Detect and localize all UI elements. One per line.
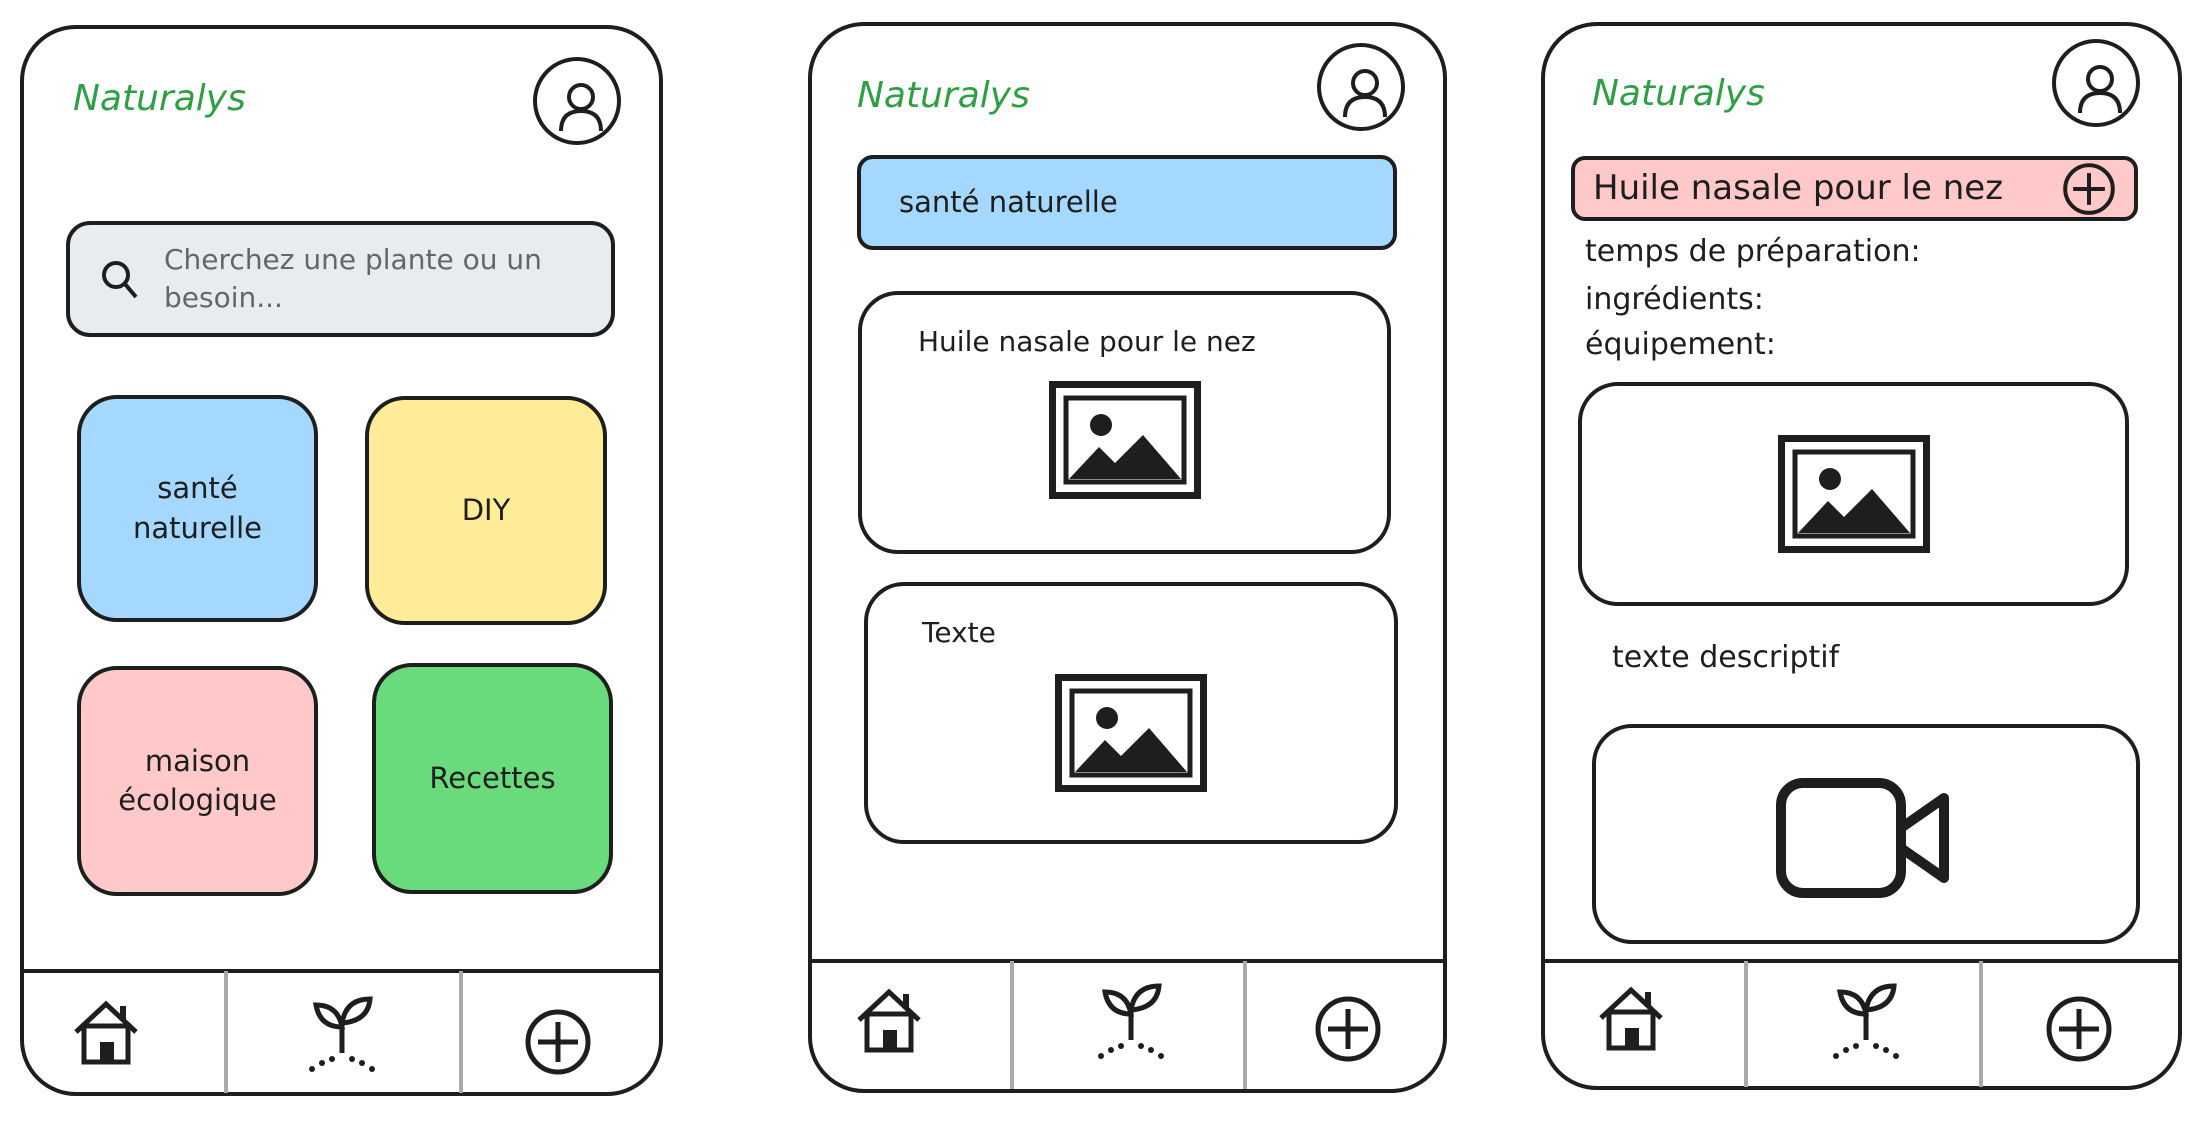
category-header: santé naturelle	[857, 155, 1397, 250]
plant-icon[interactable]	[306, 993, 378, 1075]
recipe-card[interactable]: Huile nasale pour le nez	[858, 291, 1391, 554]
card-title: Texte	[922, 616, 996, 649]
user-icon	[1343, 69, 1387, 119]
plant-icon[interactable]	[1095, 980, 1167, 1062]
recipe-title: Huile nasale pour le nez	[1593, 167, 2004, 208]
tile-label: maison écologique	[118, 743, 277, 817]
nav-separator	[1744, 961, 1748, 1087]
nav-divider	[810, 959, 1445, 963]
tile-recettes[interactable]: Recettes	[372, 663, 613, 894]
category-label: santé naturelle	[899, 184, 1118, 219]
add-to-favorites-icon[interactable]	[2062, 162, 2116, 216]
field-prep-time: temps de préparation:	[1585, 234, 1921, 269]
nav-separator	[224, 971, 228, 1093]
nav-divider	[1543, 959, 2180, 963]
user-icon	[2078, 65, 2122, 115]
search-icon	[102, 261, 138, 299]
nav-separator	[1243, 961, 1247, 1089]
tile-maison-ecologique[interactable]: maison écologique	[77, 666, 318, 896]
tile-label: DIY	[461, 492, 511, 527]
tile-label: santé naturelle	[133, 471, 262, 545]
tile-label: Recettes	[429, 760, 556, 795]
avatar-button[interactable]	[533, 57, 621, 145]
avatar-button[interactable]	[2052, 39, 2140, 127]
avatar-button[interactable]	[1317, 43, 1405, 131]
nav-separator	[1010, 961, 1014, 1089]
nav-divider	[22, 969, 661, 973]
card-title: Huile nasale pour le nez	[918, 325, 1256, 358]
home-icon[interactable]	[1595, 982, 1667, 1054]
video-icon	[1776, 778, 1956, 900]
add-icon[interactable]	[2045, 995, 2115, 1065]
field-equipment: équipement:	[1585, 327, 1776, 362]
add-icon[interactable]	[524, 1008, 594, 1078]
recipe-card[interactable]: Texte	[864, 582, 1398, 844]
home-icon[interactable]	[70, 996, 142, 1068]
app-title: Naturalys	[73, 78, 246, 119]
video-placeholder[interactable]	[1592, 724, 2140, 944]
app-title: Naturalys	[857, 75, 1030, 116]
user-icon	[559, 83, 603, 133]
recipe-title-bar: Huile nasale pour le nez	[1571, 156, 2138, 221]
description-text: texte descriptif	[1612, 640, 1840, 675]
tile-diy[interactable]: DIY	[365, 396, 607, 625]
image-icon	[1055, 674, 1207, 792]
image-placeholder	[1578, 382, 2129, 606]
search-input[interactable]: Cherchez une plante ou un besoin...	[66, 221, 615, 337]
nav-separator	[1979, 961, 1983, 1087]
field-ingredients: ingrédients:	[1585, 282, 1764, 317]
plant-icon[interactable]	[1830, 980, 1902, 1062]
image-icon	[1049, 381, 1201, 499]
search-placeholder: Cherchez une plante ou un besoin...	[164, 243, 542, 314]
home-icon[interactable]	[853, 984, 925, 1056]
tile-sante-naturelle[interactable]: santé naturelle	[77, 395, 318, 622]
app-title: Naturalys	[1592, 73, 1765, 114]
nav-separator	[459, 971, 463, 1093]
add-icon[interactable]	[1314, 995, 1384, 1065]
image-icon	[1778, 435, 1930, 553]
